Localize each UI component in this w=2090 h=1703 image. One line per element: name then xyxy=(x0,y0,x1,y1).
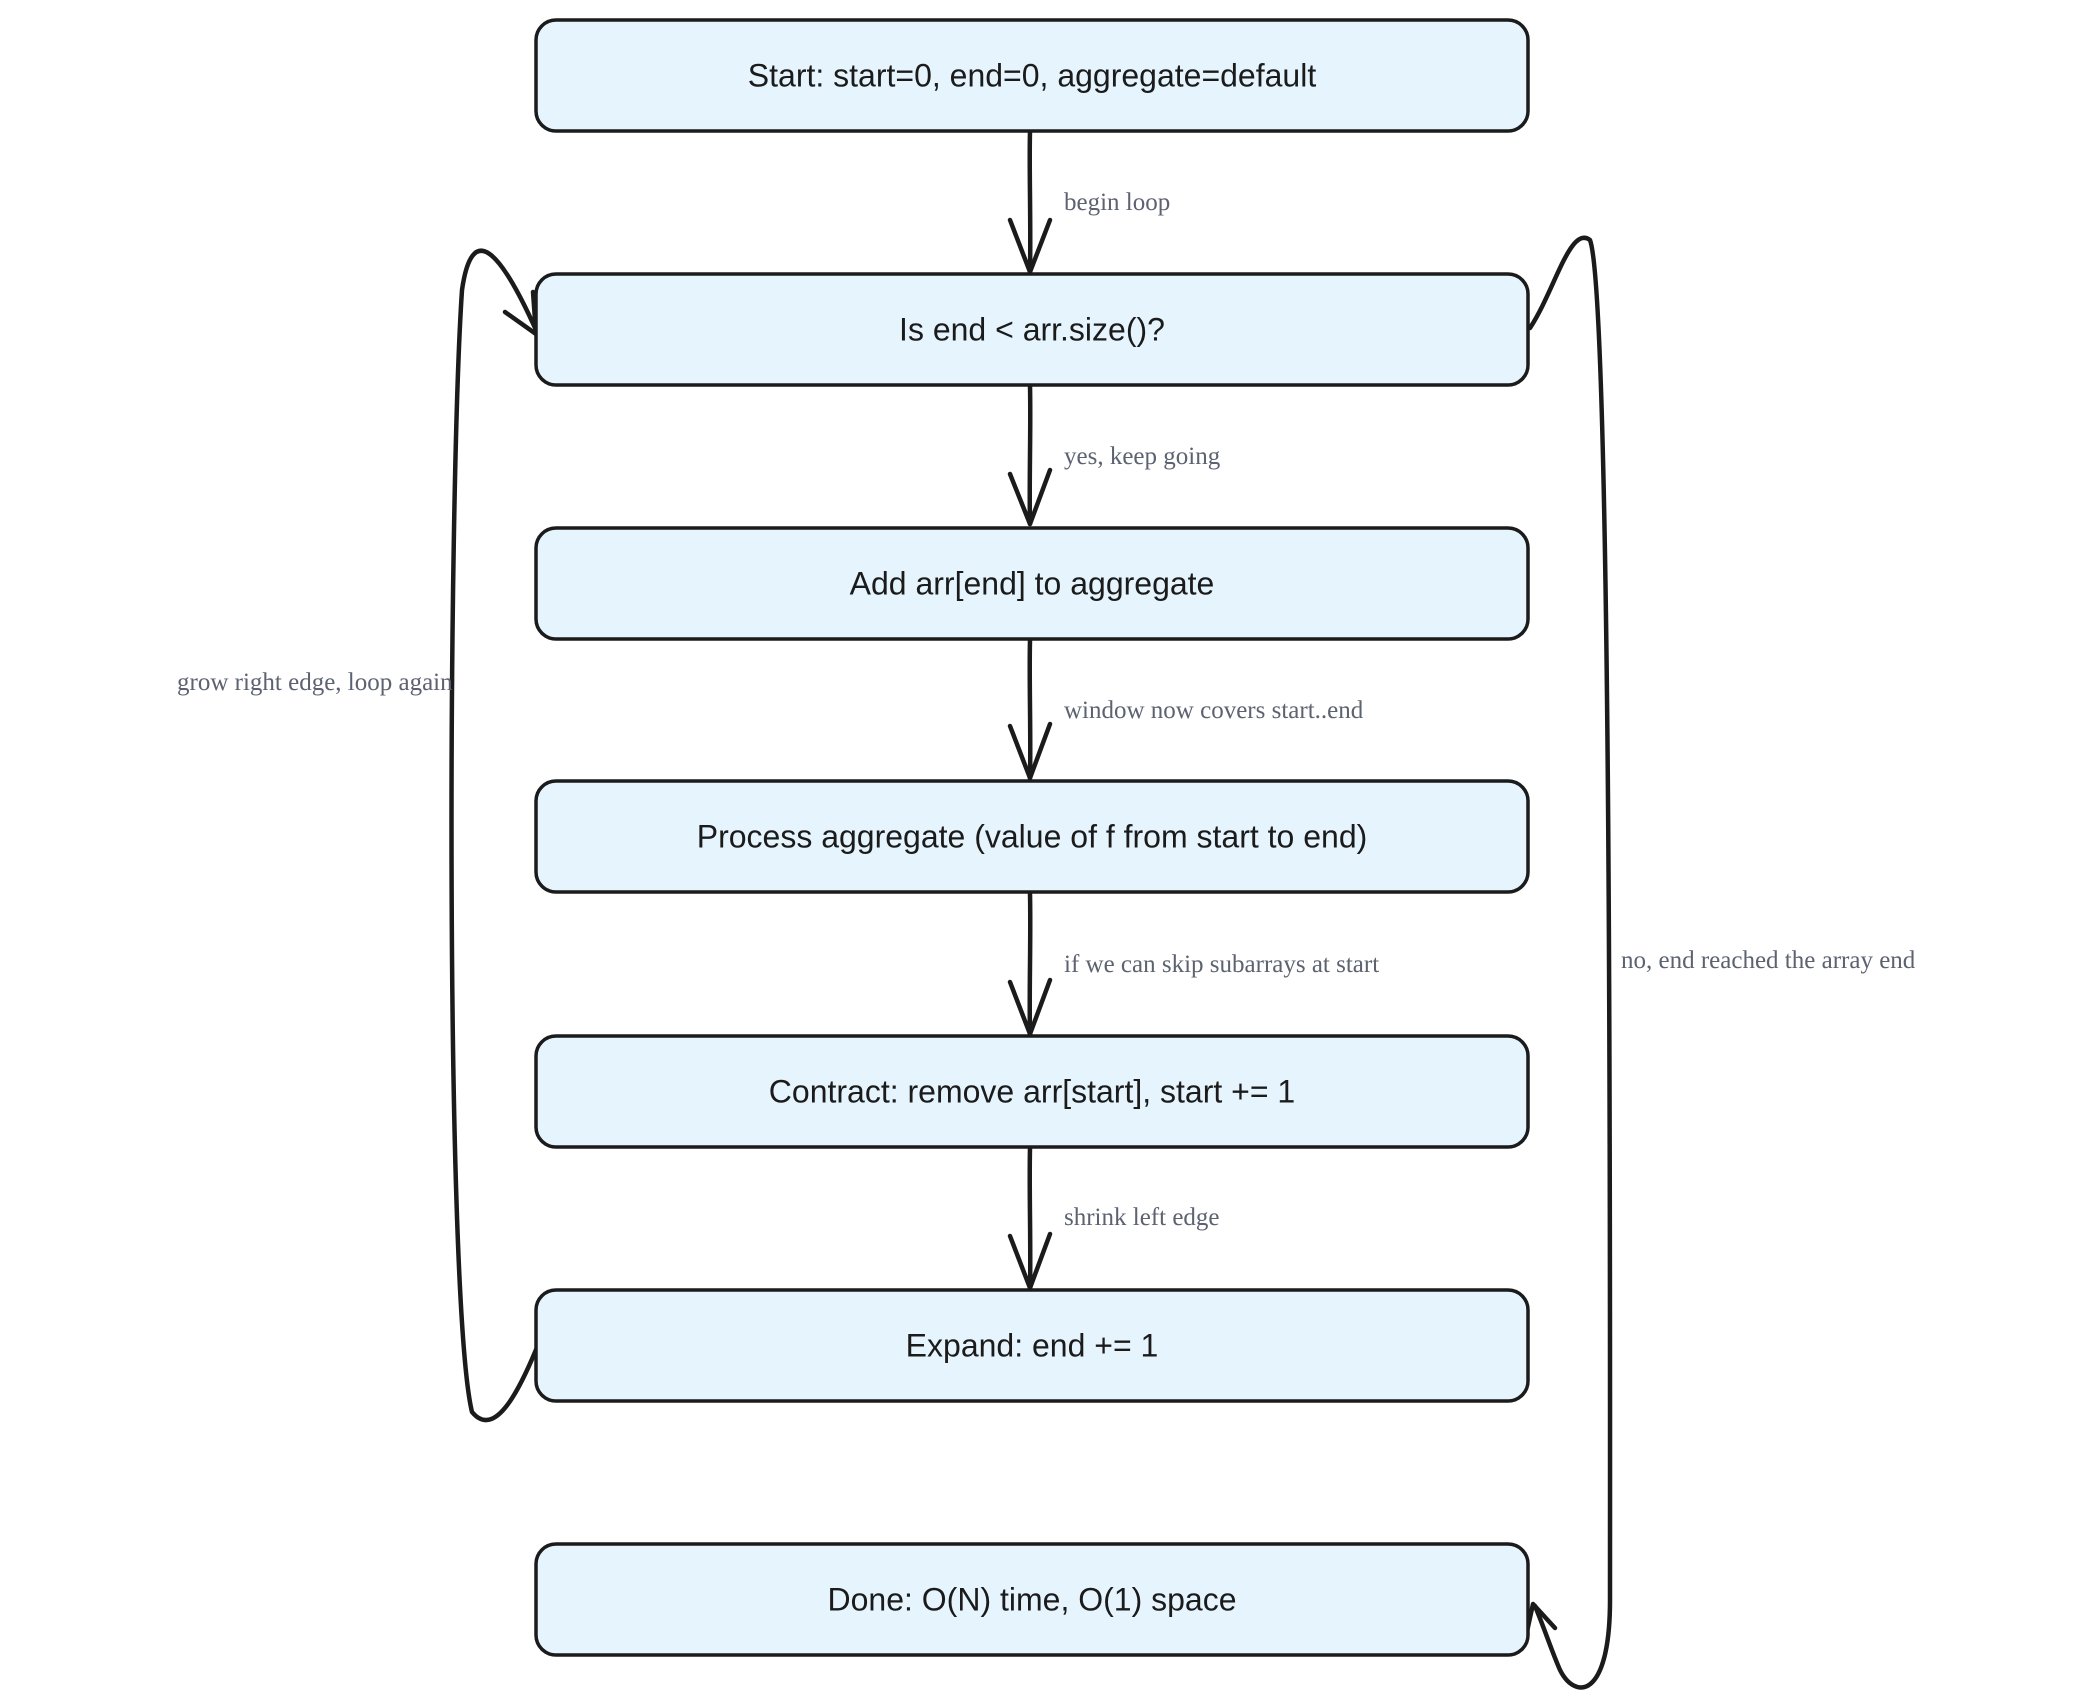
edge-label-yes-keep-going: yes, keep going xyxy=(1064,443,1221,470)
edge-check-done xyxy=(1523,235,1613,1690)
node-done-label: Done: O(N) time, O(1) space xyxy=(828,1581,1237,1617)
node-process-label: Process aggregate (value of f from start… xyxy=(697,818,1368,854)
edge-start-check xyxy=(1007,128,1053,275)
node-expand-label: Expand: end += 1 xyxy=(906,1327,1159,1363)
edge-label-shrink-left: shrink left edge xyxy=(1064,1204,1220,1231)
edge-label-window-covers: window now covers start..end xyxy=(1064,697,1364,724)
node-add: Add arr[end] to aggregate xyxy=(534,526,1530,641)
edge-label-end-reached: no, end reached the array end xyxy=(1621,947,1916,974)
node-process: Process aggregate (value of f from start… xyxy=(534,779,1530,894)
node-contract: Contract: remove arr[start], start += 1 xyxy=(534,1034,1530,1149)
node-check: Is end < arr.size()? xyxy=(534,272,1530,387)
edge-label-grow-right: grow right edge, loop again xyxy=(177,669,453,696)
node-start: Start: start=0, end=0, aggregate=default xyxy=(534,18,1530,133)
edge-label-begin-loop: begin loop xyxy=(1064,189,1170,216)
node-start-label: Start: start=0, end=0, aggregate=default xyxy=(748,57,1317,93)
node-done: Done: O(N) time, O(1) space xyxy=(534,1542,1530,1657)
node-check-label: Is end < arr.size()? xyxy=(899,311,1165,347)
edge-label-skip-subarrays: if we can skip subarrays at start xyxy=(1064,951,1379,978)
edge-expand-check xyxy=(449,248,543,1423)
node-contract-label: Contract: remove arr[start], start += 1 xyxy=(769,1073,1295,1109)
edge-add-process xyxy=(1007,637,1053,781)
edge-check-add xyxy=(1007,383,1053,527)
node-add-label: Add arr[end] to aggregate xyxy=(850,565,1215,601)
edge-process-contract xyxy=(1007,891,1053,1037)
edge-contract-expand xyxy=(1007,1145,1053,1291)
node-expand: Expand: end += 1 xyxy=(534,1288,1530,1403)
